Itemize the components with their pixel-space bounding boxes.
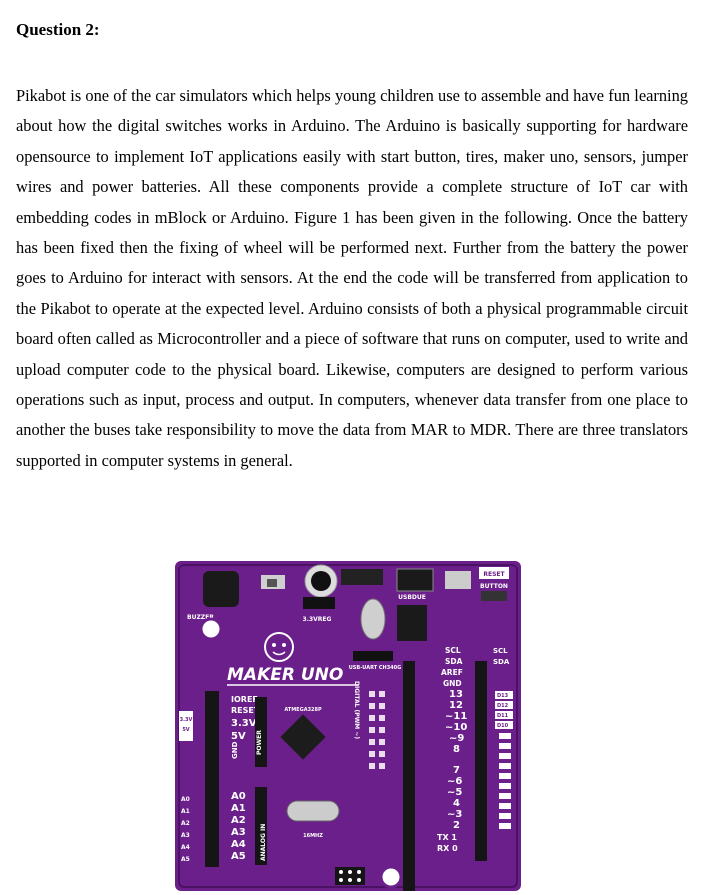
power-pin-ioref: IOREF xyxy=(231,695,258,704)
d-label-10: D10 xyxy=(497,723,509,729)
buzzer-component xyxy=(203,571,239,607)
digital-pin-gnd: GND xyxy=(443,679,462,688)
crystal-label: 16MHZ xyxy=(303,833,323,839)
volt-label-1: 3.3V xyxy=(180,717,193,723)
analog-pin-a3: A3 xyxy=(231,827,246,838)
left-led-a5: A5 xyxy=(181,856,190,863)
digital-pin-scl: SCL xyxy=(445,646,461,655)
digital-pin-tx1: TX 1 xyxy=(437,833,457,842)
button-label: BUTTON xyxy=(480,583,508,590)
volt-label-2: 5V xyxy=(182,727,189,733)
left-led-a2: A2 xyxy=(181,820,190,827)
analog-pin-a1: A1 xyxy=(231,803,246,814)
board-body xyxy=(175,561,521,891)
power-pin-reset: RESET xyxy=(231,706,260,715)
analog-pin-a5: A5 xyxy=(231,851,246,862)
regulator-label: 3.3VREG xyxy=(303,616,332,623)
usb-chip-label: USB-UART CH340G xyxy=(349,665,402,671)
digital-pin-3: ~3 xyxy=(447,809,462,820)
right-label-scl: SCL xyxy=(493,647,508,655)
digital-pin-5: ~5 xyxy=(447,787,462,798)
digital-pin-8: 8 xyxy=(453,744,460,755)
reset-label: RESET xyxy=(483,571,505,578)
d-label-11: D11 xyxy=(497,713,509,719)
question-heading: Question 2: xyxy=(16,20,100,39)
digital-pin-6: ~6 xyxy=(447,776,462,787)
power-pin-gnd: GND xyxy=(231,741,239,759)
digital-pin-7: 7 xyxy=(453,765,460,776)
digital-header-label: DIGITAL (PWM ~) xyxy=(353,681,360,739)
analog-header-label: ANALOG IN xyxy=(260,824,267,861)
usb-label: USBDUE xyxy=(398,594,426,601)
d-label-12: D12 xyxy=(497,703,509,709)
question-paragraph: Pikabot is one of the car simulators whi… xyxy=(16,86,688,470)
buzzer-label: BUZZER xyxy=(187,614,214,621)
left-led-a0: A0 xyxy=(181,796,190,803)
maker-uno-board-image: RESET BUTTON USBDUE BUZZER 3.3VREG USB-U… xyxy=(175,561,521,891)
digital-pin-sda: SDA xyxy=(445,657,463,666)
digital-pin-12: 12 xyxy=(449,700,463,711)
power-pin-5v: 5V xyxy=(231,731,246,742)
analog-pin-a4: A4 xyxy=(231,839,246,850)
crystal xyxy=(286,800,340,822)
right-label-sda: SDA xyxy=(493,658,510,666)
power-header-label: POWER xyxy=(256,730,263,755)
power-pin-3v3: 3.3V xyxy=(231,718,257,729)
usb-port xyxy=(445,571,471,589)
digital-pin-11: ~11 xyxy=(445,711,467,722)
analog-pin-a2: A2 xyxy=(231,815,246,826)
left-led-a3: A3 xyxy=(181,832,190,839)
digital-pin-4: 4 xyxy=(453,798,460,809)
maker-uno-board-figure: RESET BUTTON USBDUE BUZZER 3.3VREG USB-U… xyxy=(175,561,521,891)
digital-pin-2: 2 xyxy=(453,820,460,831)
left-led-a1: A1 xyxy=(181,808,190,815)
digital-pin-13: 13 xyxy=(449,689,463,700)
digital-pin-rx0: RX 0 xyxy=(437,844,458,853)
left-led-a4: A4 xyxy=(181,844,190,851)
digital-header xyxy=(403,661,415,891)
logo-circle xyxy=(264,632,294,662)
digital-pin-10: ~10 xyxy=(445,722,467,733)
digital-pin-9: ~9 xyxy=(449,733,464,744)
analog-pin-a0: A0 xyxy=(231,791,246,802)
mcu-label: ATMEGA328P xyxy=(284,707,322,713)
d-label-13: D13 xyxy=(497,693,509,699)
digital-pin-aref: AREF xyxy=(441,668,463,677)
board-brand: MAKER UNO xyxy=(227,665,343,685)
oscillator xyxy=(360,598,386,640)
